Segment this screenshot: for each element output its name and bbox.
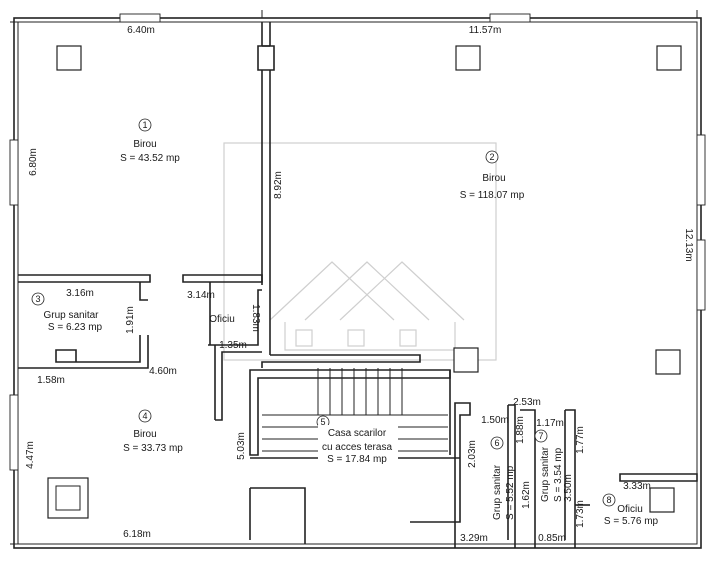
dimension-label: 1.35m: [219, 340, 247, 351]
room-number: 7: [538, 431, 543, 441]
room-name: Birou: [133, 139, 156, 150]
dimension-label: 6.80m: [28, 148, 39, 176]
dimension-ticks: [10, 10, 698, 545]
room-number: 3: [35, 294, 40, 304]
room-area: S = 17.84 mp: [327, 454, 387, 465]
room-oficiu-small: Oficiu: [209, 314, 235, 325]
dimension-label: 5.03m: [236, 432, 247, 460]
room-number: 5: [320, 417, 325, 427]
room-name: Oficiu: [617, 504, 643, 515]
dimension-label: 3.16m: [66, 288, 94, 299]
room-number: 4: [142, 411, 147, 421]
room-3: 3 Grup sanitar S = 6.23 mp: [31, 292, 103, 333]
room-area: S = 118.07 mp: [460, 190, 525, 201]
room-2: 2 Birou S = 118.07 mp: [460, 150, 525, 201]
room-number: 6: [494, 438, 499, 448]
dimension-label: 6.18m: [123, 529, 151, 540]
interior-walls: [18, 22, 698, 548]
dimension-label: 1.83m: [250, 304, 261, 332]
room-7: 7 Grup sanitar S = 3.54 mp: [534, 429, 564, 502]
room-number-badge: [602, 493, 616, 507]
room-label-background: [318, 425, 398, 465]
dimension-label: 8.92m: [273, 171, 284, 199]
room-name: Grup sanitar: [43, 310, 99, 321]
watermark-logo: [223, 142, 497, 361]
room-area: S = 5.52 mp: [505, 465, 516, 520]
room-number-badge: [485, 150, 499, 164]
room-number-badge: [138, 409, 152, 423]
room-name: Casa scarilor: [328, 428, 387, 439]
dimension-label: 1.50m: [481, 415, 509, 426]
dimension-labels: 6.40m 11.57m 6.80m 8.92m 12.13m 3.16m 3.…: [25, 25, 694, 544]
dimension-label: 3.33m: [623, 481, 651, 492]
room-4: 4 Birou S = 33.73 mp: [123, 409, 183, 454]
room-area: S = 43.52 mp: [120, 153, 180, 164]
dimension-label: 12.13m: [683, 228, 694, 261]
dimension-label: 1.91m: [125, 306, 136, 334]
dimension-label: 1.17m: [536, 418, 564, 429]
room-area: S = 3.54 mp: [553, 447, 564, 502]
exterior-walls: [13, 17, 702, 549]
room-6: 6 Grup sanitar S = 5.52 mp: [490, 436, 516, 520]
room-area: S = 6.23 mp: [48, 322, 103, 333]
room-8: 8 Oficiu S = 5.76 mp: [602, 493, 659, 527]
structural-columns: [47, 45, 682, 519]
room-name-secondary: cu acces terasa: [322, 442, 392, 453]
dimension-label: 3.14m: [187, 290, 215, 301]
room-5: 5 Casa scarilor cu acces terasa S = 17.8…: [316, 415, 398, 465]
dimension-label: 1.62m: [521, 481, 532, 509]
room-number: 1: [142, 120, 147, 130]
room-name: Grup sanitar: [540, 446, 551, 502]
room-number: 8: [606, 495, 611, 505]
dimension-label: 0.85m: [538, 533, 566, 544]
dimension-label: 6.40m: [127, 25, 155, 36]
dimension-label: 11.57m: [469, 25, 502, 36]
room-number-badge: [490, 436, 504, 450]
dimension-label: 2.03m: [467, 440, 478, 468]
room-number-badge: [534, 429, 548, 443]
dimension-label: 4.47m: [25, 441, 36, 469]
dimension-label: 1.58m: [37, 375, 65, 386]
room-1: 1 Birou S = 43.52 mp: [120, 118, 180, 164]
windows: [9, 13, 706, 471]
dimension-label: 4.60m: [149, 366, 177, 377]
room-name: Oficiu: [209, 314, 235, 325]
dimension-label: 1.73m: [575, 500, 586, 528]
dimension-label: 3.29m: [460, 533, 488, 544]
dimension-label: 3.50m: [563, 474, 574, 502]
room-number-badge: [138, 118, 152, 132]
room-area: S = 5.76 mp: [604, 516, 659, 527]
room-area: S = 33.73 mp: [123, 443, 183, 454]
dimension-label: 2.53m: [513, 397, 541, 408]
room-name: Grup sanitar: [492, 464, 503, 520]
room-number-badge: [31, 292, 45, 306]
room-name: Birou: [482, 173, 505, 184]
dimension-label: 1.77m: [575, 426, 586, 454]
room-name: Birou: [133, 429, 156, 440]
dimension-label: 1.88m: [515, 416, 526, 444]
room-number: 2: [489, 152, 494, 162]
